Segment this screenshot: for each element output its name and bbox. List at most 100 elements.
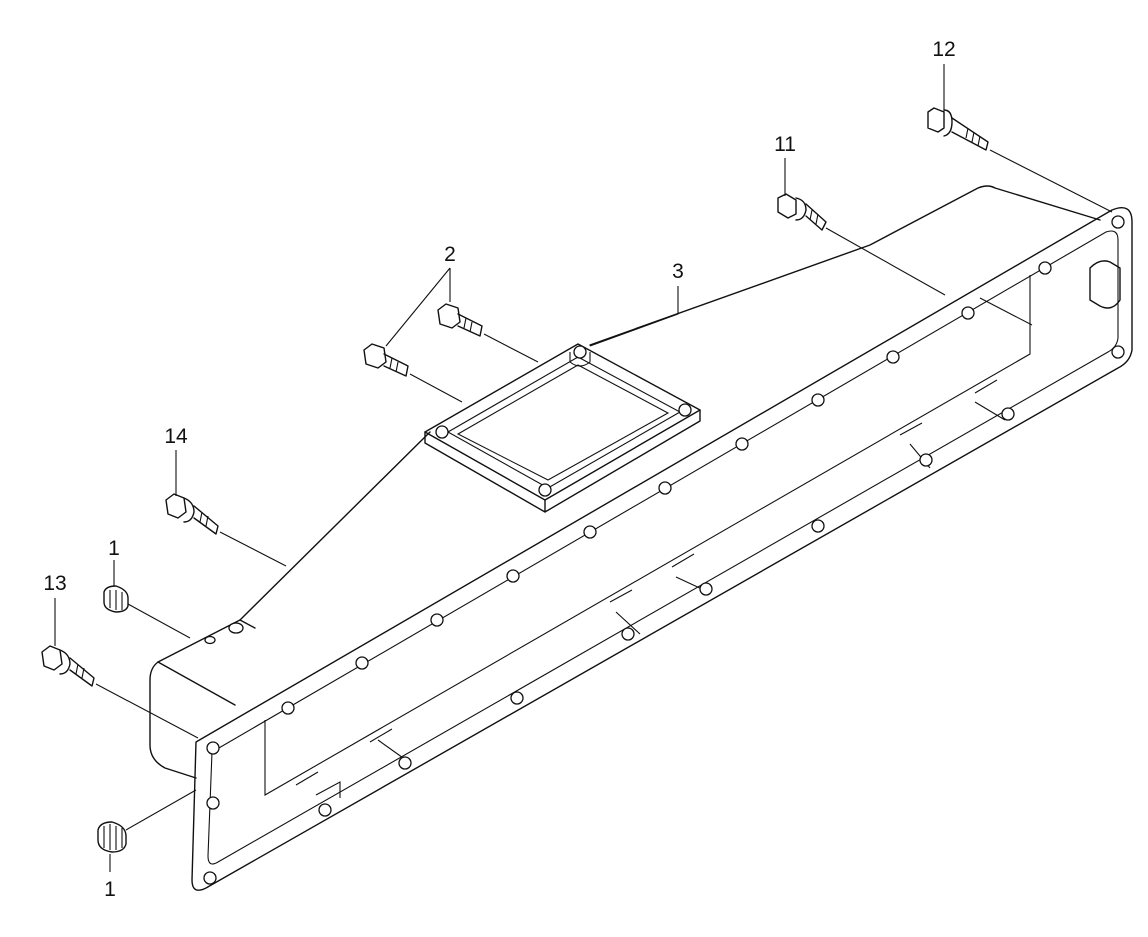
plug-1b-thread bbox=[103, 824, 123, 850]
label-13: 13 bbox=[43, 572, 66, 595]
plug-1a-thread bbox=[109, 590, 123, 610]
flange-bosses bbox=[315, 401, 1006, 798]
flange-hole bbox=[430, 613, 444, 627]
housing-left-end bbox=[149, 619, 256, 779]
access-plate-window bbox=[446, 356, 682, 489]
assembly-line-11 bbox=[825, 227, 946, 296]
label-14: 14 bbox=[164, 425, 188, 448]
bolt-13-head bbox=[41, 645, 63, 671]
plate-hole bbox=[678, 403, 692, 417]
flange-hole bbox=[1111, 215, 1125, 229]
leader-3 bbox=[589, 286, 679, 347]
plug-1-top bbox=[103, 585, 129, 613]
flange-hole bbox=[506, 569, 520, 583]
flange-hole bbox=[735, 437, 749, 451]
assembly-line-12 bbox=[989, 149, 1113, 213]
bolt-13-shank bbox=[69, 657, 95, 687]
port-hole bbox=[204, 635, 216, 645]
flange-hole bbox=[961, 306, 975, 320]
flange-hole bbox=[886, 350, 900, 364]
plug-1b-body bbox=[97, 821, 127, 853]
bolt-2b-shank bbox=[383, 353, 409, 377]
bolt-2b-head bbox=[363, 343, 387, 369]
bolt-14 bbox=[165, 493, 219, 535]
assembly-line-2a bbox=[483, 333, 539, 363]
flange-hole bbox=[1001, 407, 1015, 421]
label-2: 2 bbox=[444, 243, 456, 266]
access-plate-thickness bbox=[424, 409, 701, 513]
gasket-inner-line bbox=[207, 230, 1119, 865]
inner-recess-ribs bbox=[295, 379, 998, 786]
flange-hole bbox=[658, 481, 672, 495]
label-3: 3 bbox=[672, 260, 684, 283]
plate-hole bbox=[538, 483, 552, 497]
bolt-12-thread bbox=[965, 127, 981, 147]
bolt-14-head bbox=[165, 493, 187, 519]
bolt-2-lower bbox=[363, 343, 409, 377]
flange-hole bbox=[621, 627, 635, 641]
bolt-2a-thread bbox=[463, 317, 473, 333]
leader-lines bbox=[54, 64, 1113, 872]
plate-boss bbox=[569, 352, 591, 367]
housing-top-edge bbox=[157, 185, 1101, 663]
plate-hole bbox=[573, 345, 587, 359]
label-1-bottom: 1 bbox=[104, 878, 116, 901]
label-11: 11 bbox=[774, 133, 796, 156]
bolt-13-washer bbox=[59, 649, 71, 675]
bolt-13-thread bbox=[75, 663, 85, 679]
plate-hole bbox=[435, 425, 449, 439]
flange-hole bbox=[811, 519, 825, 533]
bolt-11-thread bbox=[809, 209, 819, 225]
flange-hole bbox=[398, 756, 412, 770]
bolt-14-washer bbox=[183, 497, 195, 523]
bolt-14-thread bbox=[199, 511, 209, 527]
bolt-2a-head bbox=[437, 303, 461, 329]
flange-hole bbox=[1038, 261, 1052, 275]
flange-hole bbox=[355, 656, 369, 670]
flange-hole bbox=[510, 691, 524, 705]
flange-hole bbox=[811, 393, 825, 407]
label-1-top: 1 bbox=[108, 537, 120, 560]
flange-hole bbox=[699, 582, 713, 596]
flange-hole bbox=[203, 871, 217, 885]
assembly-line-1-bottom bbox=[125, 789, 197, 831]
bolt-12 bbox=[927, 107, 989, 151]
bolt-11 bbox=[777, 193, 827, 231]
label-12: 12 bbox=[932, 38, 955, 61]
assembly-line-1-top bbox=[127, 603, 191, 639]
bolt-11-washer bbox=[795, 197, 807, 221]
right-end-boss bbox=[1089, 260, 1121, 309]
flange-hole bbox=[318, 803, 332, 817]
flange-outline bbox=[191, 207, 1133, 891]
flange-hole bbox=[919, 453, 933, 467]
bolt-2a-shank bbox=[457, 313, 483, 337]
flange-holes bbox=[203, 215, 1125, 885]
flange-hole bbox=[281, 701, 295, 715]
access-plate bbox=[424, 343, 701, 513]
leader-2 bbox=[385, 267, 451, 347]
plug-1a-body bbox=[103, 585, 129, 613]
plug-1-bottom bbox=[97, 821, 127, 853]
assembly-line-13 bbox=[95, 683, 199, 739]
inner-recess bbox=[264, 275, 1031, 796]
flange-hole bbox=[583, 525, 597, 539]
callout-labels: 12 11 3 2 14 1 13 1 bbox=[43, 38, 955, 901]
assembly-line-14 bbox=[219, 531, 287, 567]
bolt-14-shank bbox=[193, 505, 219, 535]
flange-hole bbox=[206, 796, 220, 810]
port-hole bbox=[228, 622, 244, 634]
assembly-line-2b bbox=[409, 373, 463, 403]
housing-rear-edge bbox=[979, 297, 1033, 326]
bolt-12-head bbox=[927, 107, 945, 133]
bolt-2b-thread bbox=[389, 357, 399, 373]
bolt-2-upper bbox=[437, 303, 483, 337]
flange-hole bbox=[1111, 345, 1125, 359]
bolt-11-head bbox=[777, 193, 797, 219]
bolt-11-shank bbox=[805, 203, 827, 231]
flange-hole bbox=[206, 741, 220, 755]
bolt-12-washer bbox=[943, 109, 953, 137]
bolt-12-shank bbox=[951, 117, 989, 151]
access-plate-window-inner bbox=[456, 364, 670, 481]
cover-housing bbox=[149, 185, 1133, 891]
